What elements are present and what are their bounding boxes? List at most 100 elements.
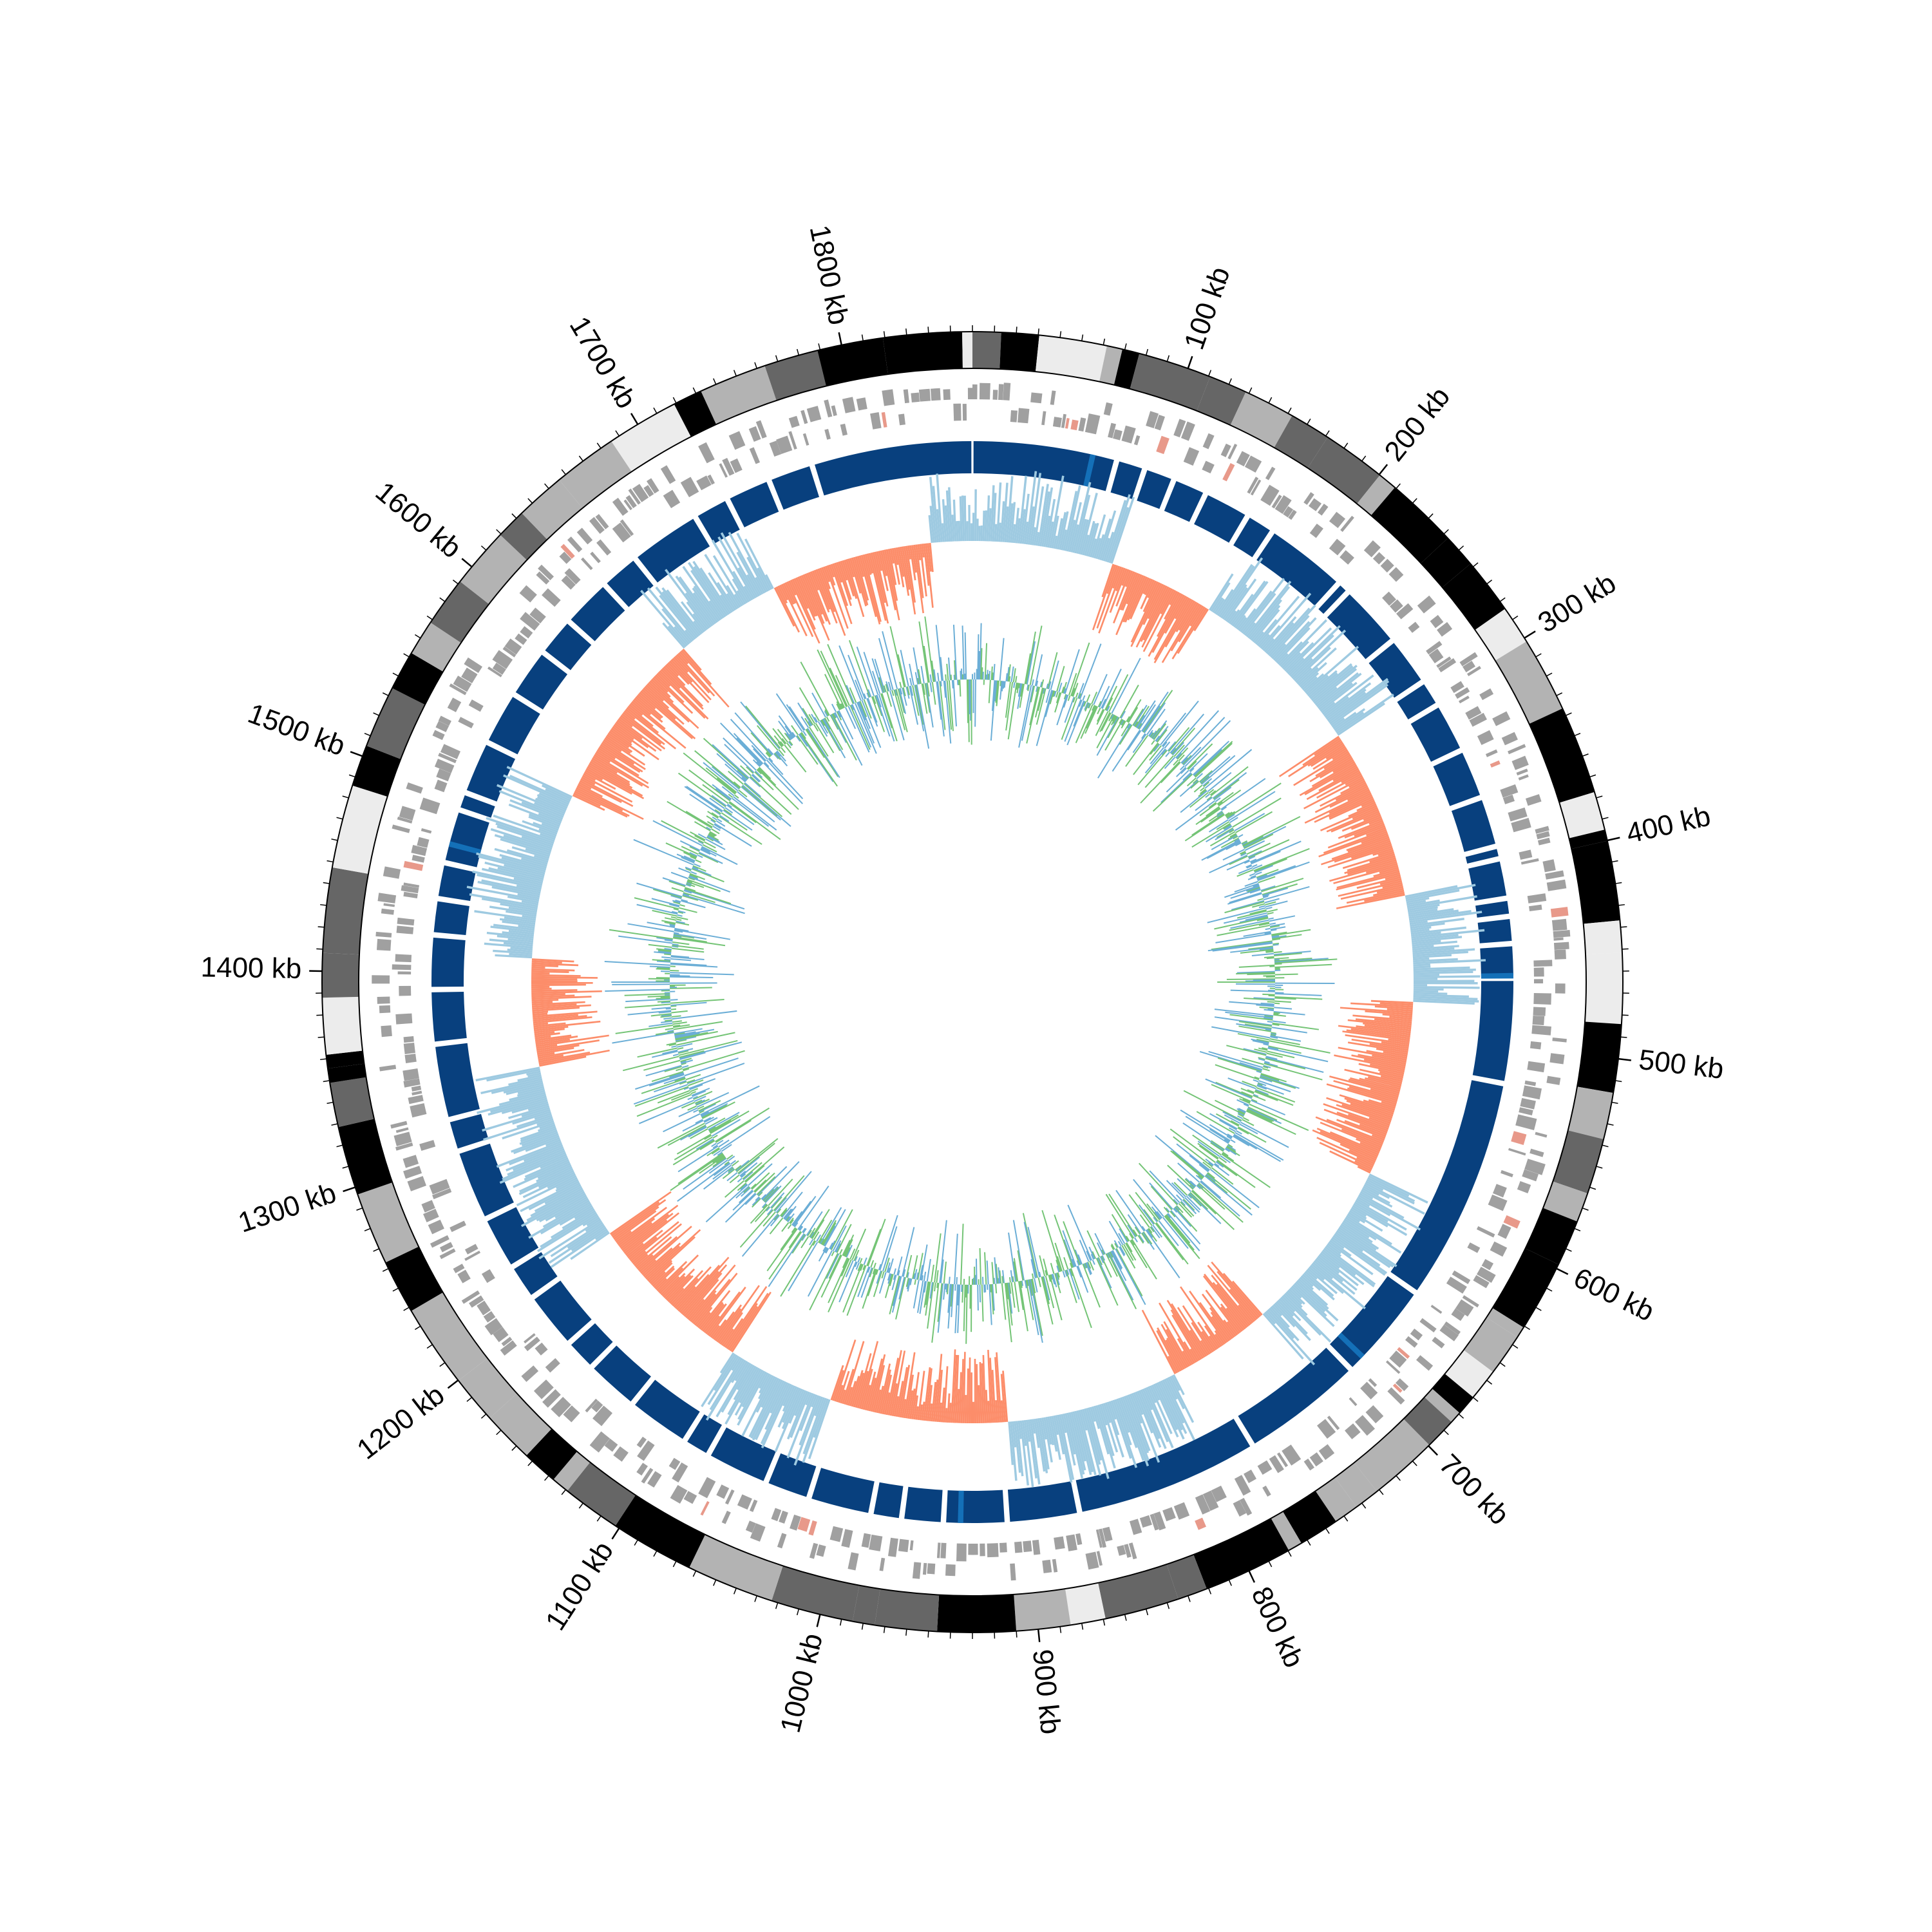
gc-content-line xyxy=(712,1144,718,1149)
gc-skew-bar xyxy=(694,1273,738,1326)
gc-content-line xyxy=(799,1226,804,1231)
gc-content-line xyxy=(720,722,762,766)
gc-content-line xyxy=(1170,714,1205,753)
minor-tick xyxy=(452,580,459,585)
gc-content-line xyxy=(1208,789,1215,794)
gc-skew-bar xyxy=(1031,527,1036,545)
gc-content-line xyxy=(914,685,924,725)
gc-content-line xyxy=(1083,1263,1086,1269)
gc-skew-bar xyxy=(531,974,581,977)
gc-content-line xyxy=(1041,1276,1054,1325)
synteny-block xyxy=(515,654,568,710)
gc-content-line xyxy=(866,1229,882,1266)
gc-skew-bar xyxy=(536,1164,572,1182)
gc-skew-bar xyxy=(1341,814,1381,832)
gc-content-line xyxy=(919,1281,926,1314)
gc-skew-bar xyxy=(1198,1302,1229,1343)
gc-skew-bar xyxy=(1114,1399,1132,1446)
gc-skew-bar xyxy=(541,784,572,800)
gc-skew-bar xyxy=(1352,1205,1388,1227)
gene-feature xyxy=(1479,688,1494,701)
gc-content-line xyxy=(872,1268,876,1274)
gc-skew-bar xyxy=(853,556,869,606)
gc-content-line xyxy=(740,701,781,750)
gc-content-line xyxy=(650,1013,672,1017)
gc-skew-bar xyxy=(1413,986,1480,989)
gc-skew-bar xyxy=(1267,607,1311,656)
gc-content-line xyxy=(651,1007,671,1010)
gc-skew-bar xyxy=(679,651,730,708)
gc-skew-bar xyxy=(521,1107,550,1118)
gc-content-line xyxy=(676,922,690,926)
gc-content-line xyxy=(1274,973,1298,976)
gc-skew-bar xyxy=(855,556,869,601)
gc-skew-bar xyxy=(649,680,674,703)
gc-content-line xyxy=(712,1157,726,1168)
gc-skew-bar xyxy=(1066,1412,1084,1479)
gc-skew-bar xyxy=(936,509,941,542)
gc-skew-bar xyxy=(1318,1254,1359,1287)
gc-content-line xyxy=(674,1031,696,1037)
gene-feature xyxy=(992,390,998,400)
gc-content-line xyxy=(681,1101,696,1109)
gc-content-line xyxy=(995,1264,999,1284)
gc-content-line xyxy=(779,741,784,746)
gene-feature xyxy=(589,1431,611,1453)
gene-feature xyxy=(1529,904,1542,912)
minor-tick xyxy=(1188,1595,1191,1602)
gc-content-line xyxy=(905,1255,913,1278)
gc-skew-bar xyxy=(1350,1077,1401,1092)
gc-content-line xyxy=(1008,1232,1017,1282)
gc-content-line xyxy=(1096,709,1105,725)
gc-skew-bar xyxy=(1019,1420,1030,1486)
gc-content-line xyxy=(889,1275,900,1315)
gene-feature xyxy=(1497,1224,1511,1239)
gc-skew-bar xyxy=(1324,1246,1376,1285)
gc-skew-bar xyxy=(1101,538,1110,561)
gene-feature xyxy=(722,457,735,476)
gc-skew-bar xyxy=(1124,570,1133,587)
gene-feature xyxy=(411,845,428,857)
gc-skew-bar xyxy=(1334,1233,1381,1267)
gc-skew-bar xyxy=(1348,1079,1400,1094)
gc-content-line xyxy=(1208,941,1273,952)
gc-skew-bar xyxy=(1299,662,1327,688)
gc-content-line xyxy=(734,712,773,756)
gc-content-line xyxy=(750,1183,757,1189)
gc-skew-bar xyxy=(1304,645,1359,694)
gc-skew-bar xyxy=(1210,1311,1232,1340)
gc-content-line xyxy=(1274,958,1329,963)
gc-skew-bar xyxy=(1049,475,1065,549)
gc-skew-bar xyxy=(974,1359,977,1423)
gc-content-line xyxy=(1043,688,1046,694)
gc-skew-bar xyxy=(490,828,553,850)
gene-feature xyxy=(1531,1025,1551,1036)
gc-content-line xyxy=(875,1269,879,1275)
gc-skew-bar xyxy=(1361,1189,1393,1208)
gene-feature xyxy=(440,744,460,759)
gc-content-line xyxy=(1034,1278,1038,1293)
gc-skew-bar xyxy=(1373,868,1399,878)
gc-content-line xyxy=(1155,1222,1184,1261)
gene-feature xyxy=(1262,1485,1271,1497)
gene-feature xyxy=(788,415,800,428)
gc-content-line xyxy=(1265,1056,1278,1060)
gc-skew-bar xyxy=(911,1372,920,1419)
gc-content-line xyxy=(625,998,670,1003)
minor-tick xyxy=(356,1208,363,1211)
gc-skew-bar xyxy=(853,1372,865,1408)
gc-skew-bar xyxy=(755,576,766,594)
gc-skew-bar xyxy=(578,782,592,790)
minor-tick xyxy=(818,343,821,350)
gc-skew-bar xyxy=(1321,1251,1365,1285)
gc-skew-bar xyxy=(1160,589,1175,614)
gc-skew-bar xyxy=(1329,1150,1372,1172)
gene-feature xyxy=(559,551,572,564)
gc-content-line xyxy=(1077,683,1084,699)
gc-skew-bar xyxy=(936,1369,943,1423)
gc-skew-bar xyxy=(719,1312,743,1345)
gc-content-line xyxy=(674,1032,685,1036)
gc-skew-bar xyxy=(531,968,575,972)
gc-skew-bar xyxy=(535,1035,551,1039)
gc-skew-bar xyxy=(786,1390,808,1440)
